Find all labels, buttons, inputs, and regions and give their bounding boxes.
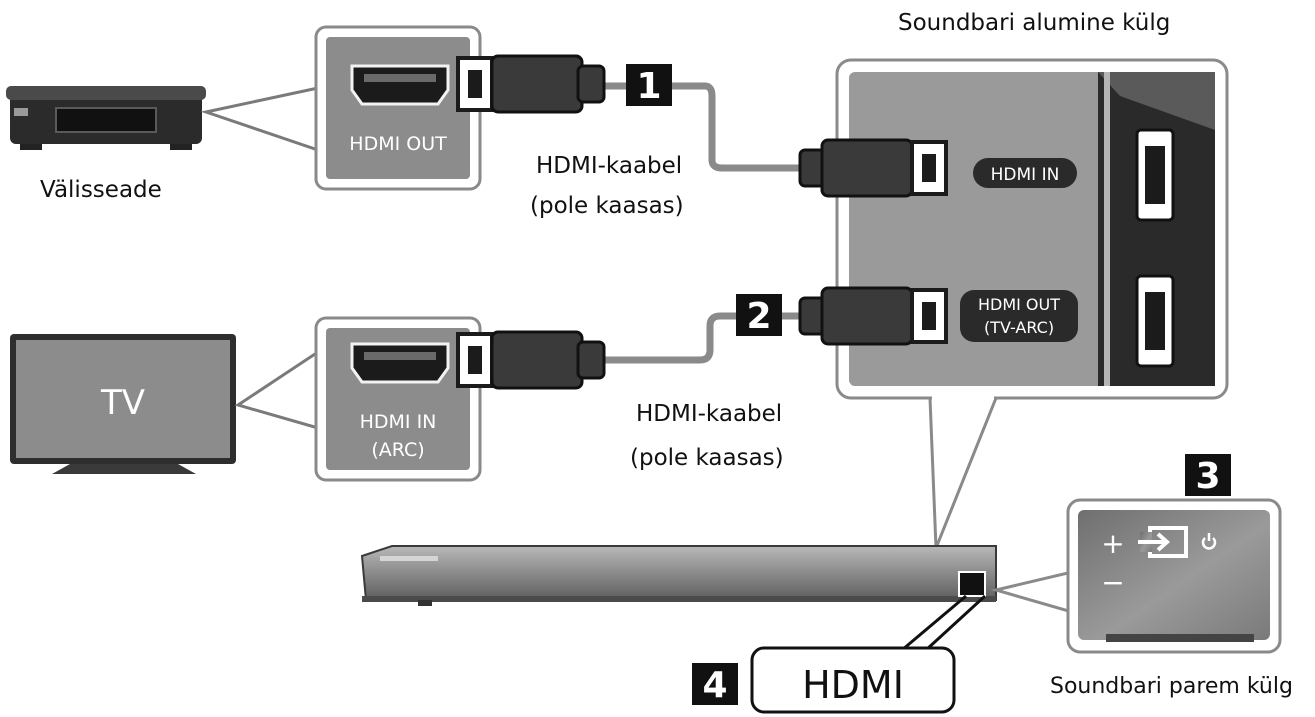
hdmi-cable-1-label: HDMI-kaabel — [536, 153, 682, 179]
cable-2-plug-left — [456, 330, 606, 390]
tv-hdmi-in-port — [314, 316, 482, 482]
hdmi-port-icon — [350, 64, 450, 106]
soundbar-bottom-label: Soundbari alumine külg — [898, 10, 1170, 36]
hdmi-cable-2 — [598, 312, 812, 364]
step-1-label: 1 — [636, 66, 661, 107]
cable-1-plug-right — [798, 138, 948, 198]
step-3-label: 3 — [1195, 456, 1220, 497]
tv-hdmi-in-label-line2: (ARC) — [371, 439, 424, 461]
device-hdmi-out-port — [314, 25, 482, 191]
soundbar-hdmi-in-label: HDMI IN — [991, 165, 1060, 185]
soundbar-hdmi-out-badge — [960, 290, 1078, 342]
tv-hdmi-in-label-line1: HDMI IN — [360, 411, 437, 433]
soundbar-bottom-panel — [835, 58, 1229, 400]
soundbar-hdmi-out-label-line2: (TV-ARC) — [984, 318, 1054, 337]
hdmi-cable-1 — [596, 82, 812, 172]
badge-4: 4 — [692, 663, 738, 706]
power-icon — [1201, 533, 1217, 550]
soundbar-side-panel — [1066, 498, 1282, 654]
badge-1: 1 — [626, 64, 672, 107]
soundbar-hdmi-socket-icon — [958, 571, 986, 597]
hdmi-callout-box — [750, 646, 956, 714]
hdmi-port-icon — [350, 342, 450, 384]
device-callout-pointer — [200, 86, 320, 153]
input-source-icon — [1138, 526, 1188, 558]
cable-2-plug-right — [798, 286, 948, 346]
not-included-1-label: (pole kaasas) — [530, 193, 684, 219]
volume-up-icon: + — [1101, 527, 1124, 560]
soundbar-right-label: Soundbari parem külg — [1050, 674, 1293, 699]
step-4-label: 4 — [702, 665, 727, 706]
soundbar-hdmi-in-badge — [973, 158, 1077, 188]
tv-label: TV — [100, 383, 145, 423]
hdmi-callout-label: HDMI — [802, 663, 904, 707]
external-device-label: Välisseade — [40, 177, 162, 203]
soundbar-icon — [360, 545, 997, 606]
side-panel-callout-pointer — [990, 570, 1074, 614]
tv-callout-pointer — [234, 349, 320, 430]
device-hdmi-out-label: HDMI OUT — [349, 133, 447, 155]
soundbar-hdmi-out-label-line1: HDMI OUT — [978, 295, 1060, 314]
badge-3: 3 — [1185, 454, 1231, 497]
bottom-panel-callout-pointer — [928, 396, 999, 549]
cable-1-plug-left — [456, 54, 606, 114]
tv-icon — [10, 334, 236, 474]
volume-down-icon: − — [1101, 566, 1124, 599]
hdmi-cable-2-label: HDMI-kaabel — [636, 401, 782, 427]
not-included-2-label: (pole kaasas) — [630, 445, 784, 471]
badge-2: 2 — [736, 294, 782, 337]
step-2-label: 2 — [746, 296, 771, 337]
external-device-icon — [6, 86, 206, 150]
